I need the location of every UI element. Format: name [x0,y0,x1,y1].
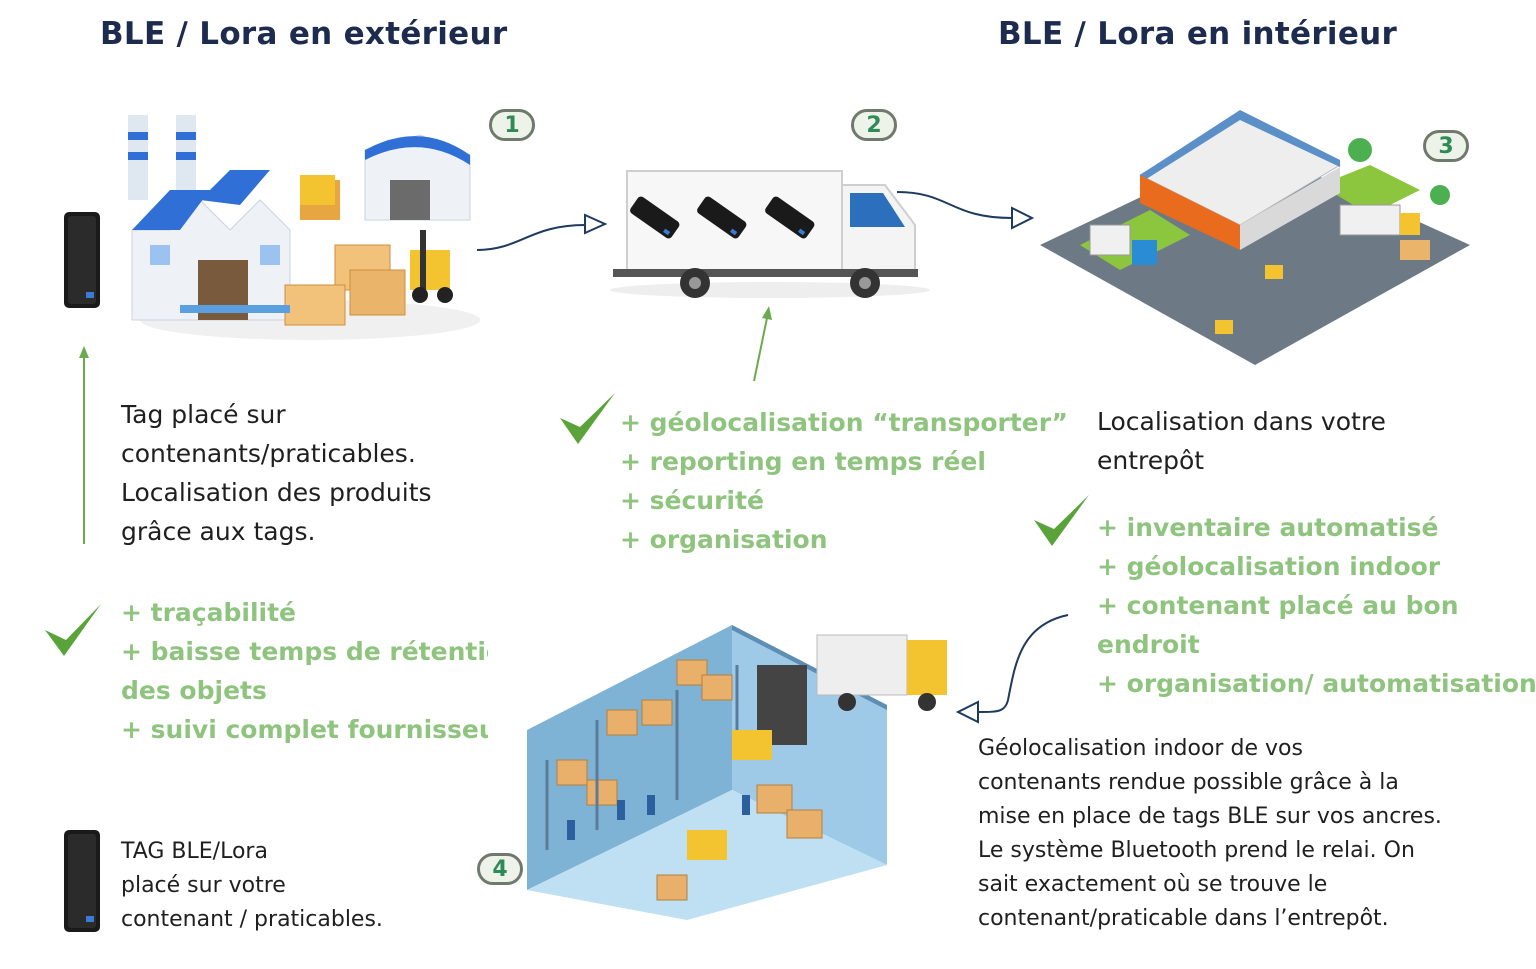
checkmark-icon [45,604,101,656]
benefits-outdoor-list: + traçabilité + baisse temps de rétentio… [121,598,488,744]
warehouse-illustration [1040,110,1470,365]
warehouse-description: Localisation dans votre entrepôt [1097,407,1386,475]
indoor-warehouse-illustration [527,625,947,920]
ble-tag-device-icon [64,830,100,932]
benefits-indoor-list: + inventaire automatisé + géolocalisatio… [1097,513,1536,698]
step-badge-3: 3 [1423,130,1469,162]
step-badge-2: 2 [851,109,897,141]
indoor-description: Géolocalisation indoor de vos contenants… [978,736,1442,931]
factory-illustration [128,115,480,340]
checkmark-icon [1034,495,1089,546]
ble-tag-device-icon [64,212,100,308]
tag-caption: TAG BLE/Lora placé sur votre contenant /… [121,839,383,932]
arrow-icon [896,191,1013,219]
heading-outdoor: BLE / Lora en extérieur [100,16,508,52]
truck-illustration [610,170,930,298]
arrow-icon [584,213,608,235]
tag-description: Tag placé sur contenants/praticables. Lo… [121,400,432,546]
arrow-icon [1011,206,1035,230]
step-badge-4: 4 [477,853,523,885]
step-badge-1: 1 [489,109,535,141]
benefits-transport-list: + géolocalisation “transporter” + report… [620,408,1068,554]
arrow-icon [753,317,768,382]
arrow-icon [762,306,772,320]
arrow-icon [476,224,586,251]
heading-indoor: BLE / Lora en intérieur [998,16,1398,52]
arrow-icon [977,614,1069,713]
checkmark-icon [560,393,615,444]
arrow-icon [955,700,979,724]
arrow-icon [79,346,89,358]
